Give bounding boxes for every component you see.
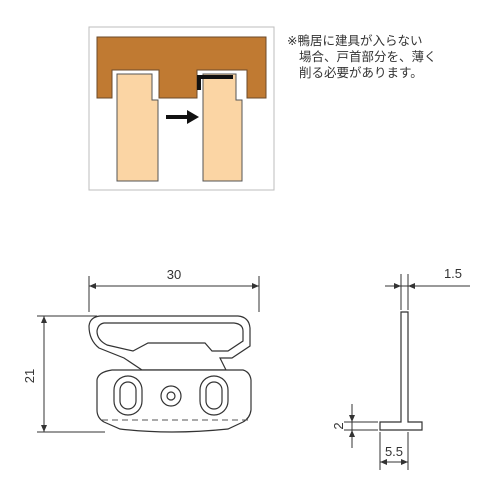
installation-illustration [88,26,275,191]
thickness-label: 1.5 [444,266,462,281]
lintel-header [96,36,267,99]
note-line-3: 削る必要があります。 [299,65,423,80]
note-line-1: ※鴨居に建具が入らない [287,33,423,48]
installation-note: ※鴨居に建具が入らない 場合、戸首部分を、薄く 削る必要があります。 [287,33,492,81]
door-after [202,73,243,182]
arrow-icon [166,110,199,124]
center-hole-inner [166,391,176,401]
bracket-side-view [379,311,423,431]
foot-width-label: 5.5 [385,444,403,459]
width-label: 30 [167,267,181,282]
foot-height-dimension [344,404,378,448]
note-line-2: 場合、戸首部分を、薄く [299,49,437,64]
left-screw-slot-inner [119,381,137,410]
right-screw-slot-inner [205,381,223,410]
width-dimension [88,276,260,312]
height-label: 21 [22,369,37,383]
height-dimension [37,315,105,433]
door-before [116,73,159,182]
trimmed-edge-mark [197,75,233,90]
bracket-inner-opening [96,322,244,352]
foot-width-dimension [379,432,409,470]
foot-height-label: 2 [331,422,346,429]
thickness-dimension [385,274,470,310]
bracket-front-view [88,315,252,433]
